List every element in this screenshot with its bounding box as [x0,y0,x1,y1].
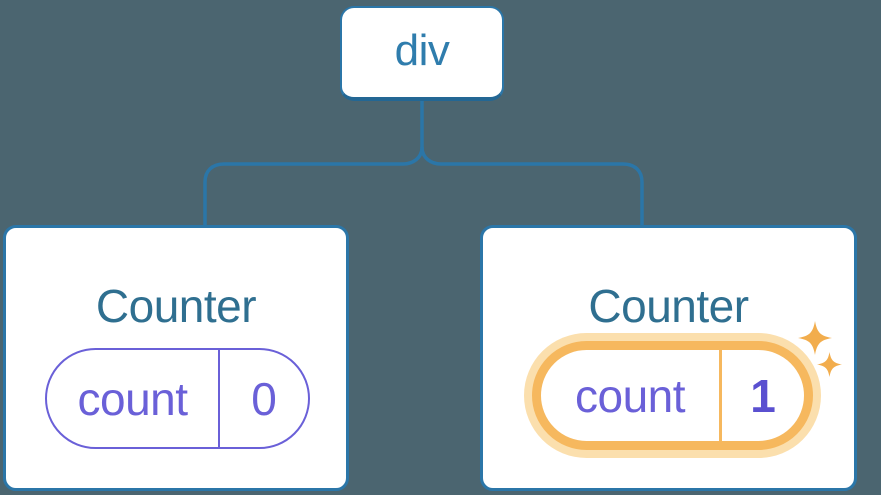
component-title: Counter [588,280,749,332]
state-key-cell: count [47,350,220,447]
state-value-cell: 1 [750,369,776,422]
state-value-cell: 0 [251,372,277,425]
state-key-cell: count [541,350,722,441]
sparkle-icon-large [798,321,832,355]
state-pill-highlighted: count 1 [532,341,813,450]
state-pill: count 0 [45,348,310,449]
sparkle-icon-small [817,352,842,377]
root-node-div: div [340,6,504,101]
counter-card-left: Counter count 0 [3,225,349,491]
root-node-label: div [394,25,450,75]
counter-card-right: Counter count 1 [480,225,857,491]
component-title: Counter [95,280,257,332]
